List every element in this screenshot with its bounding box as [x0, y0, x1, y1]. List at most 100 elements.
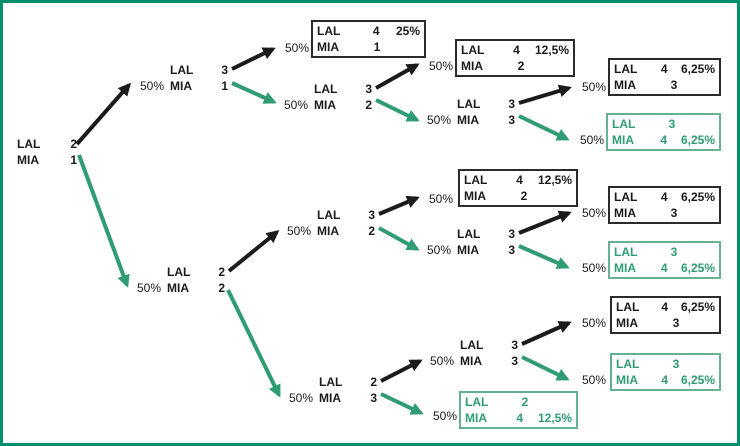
branch-probability-label: 50%	[581, 316, 606, 330]
team-label: MIA	[616, 316, 638, 330]
tree-node-row: LAL 2	[285, 374, 377, 390]
team-label: MIA	[465, 411, 487, 425]
probability-value: 12,5%	[537, 173, 572, 187]
tree-node-row: 50% MIA 2	[283, 223, 375, 239]
team-label: MIA	[612, 133, 634, 147]
wins-value: 4	[660, 133, 668, 147]
branch-probability-label	[280, 81, 308, 97]
branch-arrow-n3-bottom-to-box-lal-4-3	[521, 321, 572, 346]
team-label: LAL	[616, 300, 640, 314]
branch-probability-label	[283, 207, 311, 223]
tree-node-row: 50% MIA 2	[133, 280, 225, 296]
branch-arrow-n2-upper-to-box-4-2	[375, 63, 420, 90]
branch-probability-label: 50%	[288, 391, 313, 405]
branch-probability-label: 50%	[581, 261, 606, 275]
probability-value	[694, 77, 715, 93]
wins-value: 1	[373, 40, 381, 54]
wins-value: 3	[365, 82, 372, 96]
wins-value: 2	[368, 224, 375, 238]
probability-value	[397, 39, 420, 55]
team-label: MIA	[317, 40, 339, 54]
team-label: MIA	[317, 224, 339, 238]
team-label: LAL	[614, 190, 638, 204]
team-label: LAL	[461, 43, 485, 57]
wins-value: 2	[520, 189, 528, 203]
wins-value: 4	[661, 373, 669, 387]
wins-value: 3	[508, 113, 515, 127]
wins-value: 1	[70, 153, 77, 167]
wins-value: 3	[221, 63, 228, 77]
branch-probability-label: 50%	[136, 281, 161, 295]
probability-value: 12,5%	[534, 43, 569, 57]
branch-probability-label: 50%	[581, 206, 606, 220]
branch-probability-label: 50%	[286, 224, 311, 238]
branch-arrow-n3-upper-to-box-lal-4-3	[518, 84, 572, 105]
wins-value: 2	[218, 281, 225, 295]
team-label: MIA	[167, 281, 189, 295]
team-label: LAL	[464, 173, 488, 187]
branch-arrow-n2-middle-to-n3-middle	[378, 226, 420, 251]
probability-value	[696, 315, 715, 331]
team-label: LAL	[317, 24, 341, 38]
team-label: LAL	[17, 137, 41, 151]
branch-probability-label	[423, 96, 451, 112]
probability-value: 6,25%	[680, 373, 715, 387]
probability-value	[544, 188, 572, 204]
team-label: MIA	[616, 373, 638, 387]
branch-probability-label: 50%	[284, 41, 309, 55]
probability-value: 6,25%	[680, 62, 715, 76]
branch-probability-label: 50%	[581, 80, 606, 94]
branch-probability-label	[133, 264, 161, 280]
branch-arrow-n2-bottom-to-n3-bottom	[380, 359, 423, 383]
wins-value: 2	[521, 395, 529, 409]
branch-arrow-n2-upper-to-n3-upper	[375, 98, 420, 122]
wins-value: 3	[670, 206, 678, 220]
team-label: LAL	[170, 63, 194, 77]
team-label: LAL	[614, 245, 638, 259]
branch-probability-label: 50%	[579, 133, 604, 147]
team-label: LAL	[465, 395, 489, 409]
wins-value: 3	[508, 97, 515, 111]
wins-value: 3	[511, 354, 518, 368]
probability-value: 12,5%	[537, 411, 572, 425]
team-label: MIA	[170, 79, 192, 93]
wins-value: 2	[370, 375, 377, 389]
branch-probability-label: 50%	[426, 243, 451, 257]
probability-value: 6,25%	[680, 261, 715, 275]
terminal-box-row: LAL 2	[465, 394, 572, 410]
team-label: MIA	[457, 243, 479, 257]
probability-value	[696, 356, 715, 372]
team-label: LAL	[319, 375, 343, 389]
branch-probability-label	[136, 62, 164, 78]
wins-value: 2	[70, 137, 77, 151]
probability-value: 25%	[395, 24, 420, 38]
team-label: LAL	[612, 117, 636, 131]
branch-arrow-root-to-n1-lower	[77, 154, 130, 288]
team-label: MIA	[614, 78, 636, 92]
